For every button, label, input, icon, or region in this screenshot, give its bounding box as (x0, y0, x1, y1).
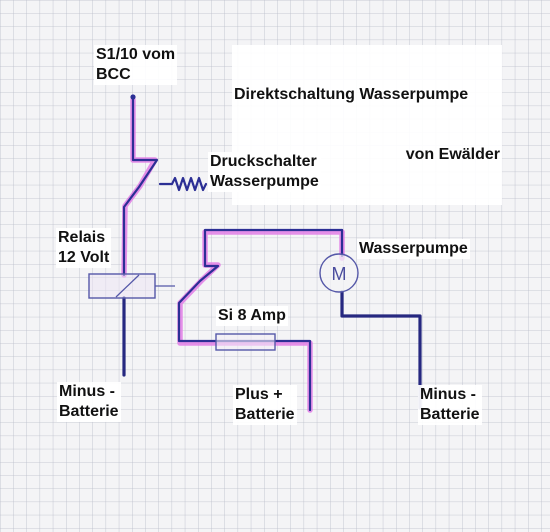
fuse-symbol (215, 333, 276, 351)
pump-motor-symbol: M (319, 253, 359, 293)
fuse-label: Si 8 Amp (216, 306, 288, 326)
relay-coil (88, 273, 175, 299)
wire-signal (122, 95, 159, 277)
terminal-s1 (130, 94, 136, 100)
spring-zigzag (158, 176, 208, 192)
wire-minus-right (340, 290, 422, 410)
minus-battery-right-label: Minus -Batterie (418, 385, 482, 425)
plus-battery-label: Plus +Batterie (233, 385, 297, 425)
pump-label: Wasserpumpe (357, 239, 470, 259)
motor-letter: M (332, 264, 347, 284)
minus-battery-left-label: Minus -Batterie (57, 382, 121, 422)
